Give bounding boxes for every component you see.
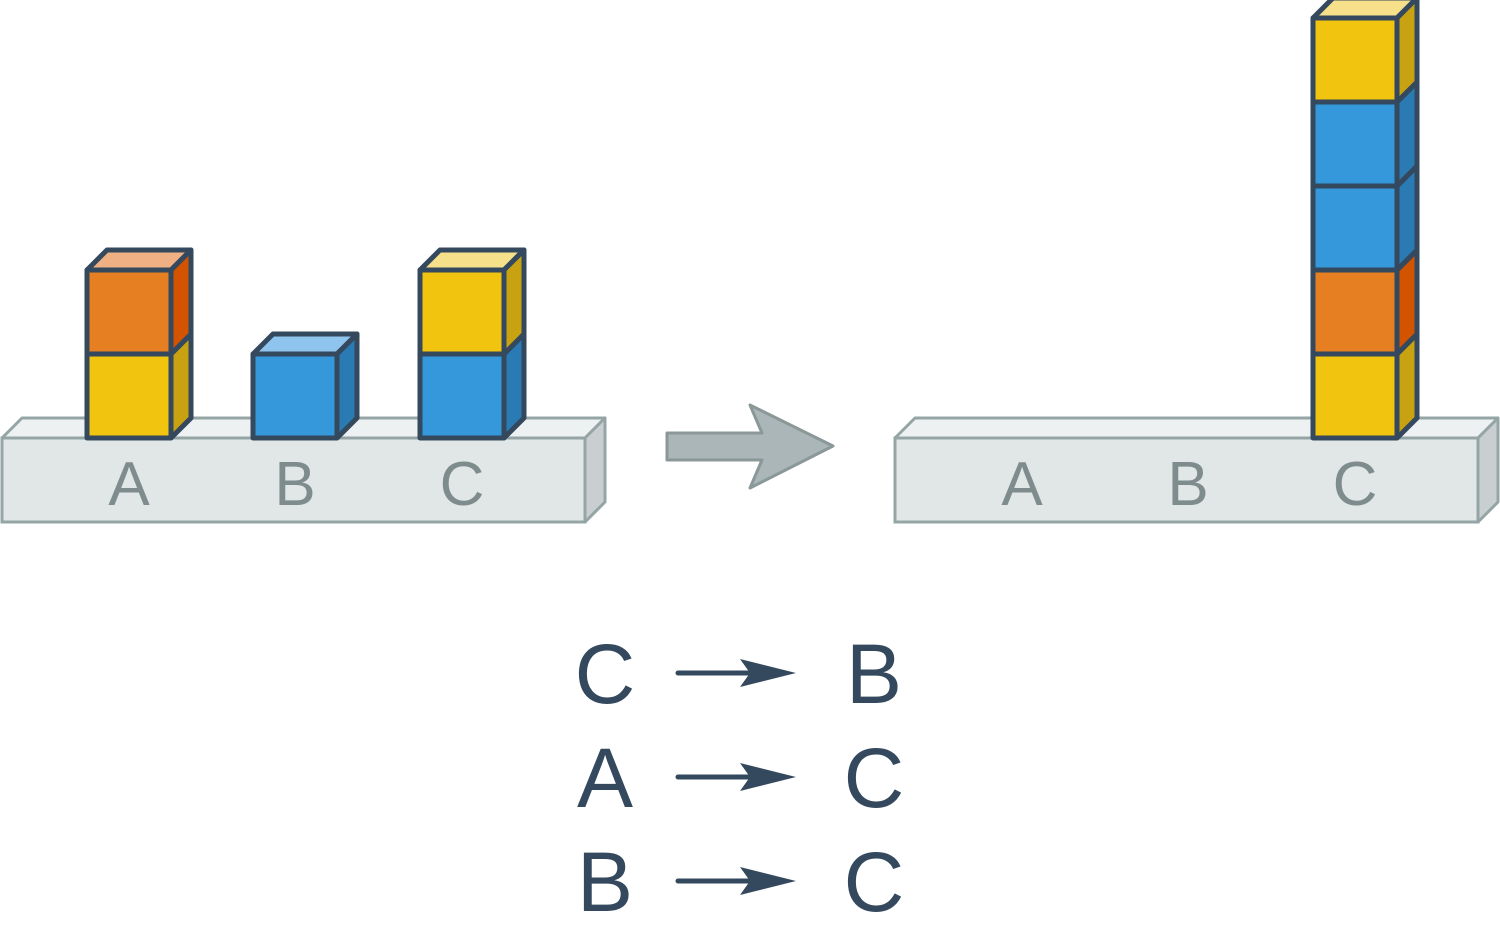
- move-from: B: [577, 835, 633, 929]
- transition-arrow-icon: [665, 403, 835, 490]
- block-orange: [84, 247, 194, 357]
- board-side: [583, 416, 607, 524]
- board-front: [893, 436, 1480, 524]
- peg-label-b: B: [274, 450, 315, 519]
- peg-label-c: C: [440, 450, 485, 519]
- block-blue: [250, 331, 360, 441]
- peg-stack-a: [84, 247, 194, 441]
- block-yellow: [417, 247, 527, 357]
- move-to: B: [846, 627, 902, 721]
- peg-label-c: C: [1333, 450, 1378, 519]
- move-to: C: [844, 835, 905, 929]
- peg-stack-c: [1310, 0, 1420, 441]
- peg-stack-b: [250, 331, 360, 441]
- move-arrow-icon: [675, 659, 796, 687]
- initial-state: A B C: [0, 247, 607, 524]
- block-yellow: [84, 331, 194, 441]
- peg-label-b: B: [1167, 450, 1208, 519]
- move-from: C: [575, 627, 636, 721]
- board-front: [0, 436, 587, 524]
- block-yellow: [1310, 0, 1420, 105]
- board-side: [1476, 416, 1500, 524]
- move-arrow-icon: [675, 763, 796, 791]
- final-state: A B C: [893, 0, 1500, 524]
- peg-label-a: A: [1001, 450, 1043, 519]
- move-from: A: [577, 731, 633, 825]
- move-to: C: [844, 731, 905, 825]
- block-blue: [1310, 163, 1420, 273]
- move-arrow-icon: [675, 867, 796, 895]
- peg-stack-c: [417, 247, 527, 441]
- peg-label-a: A: [108, 450, 150, 519]
